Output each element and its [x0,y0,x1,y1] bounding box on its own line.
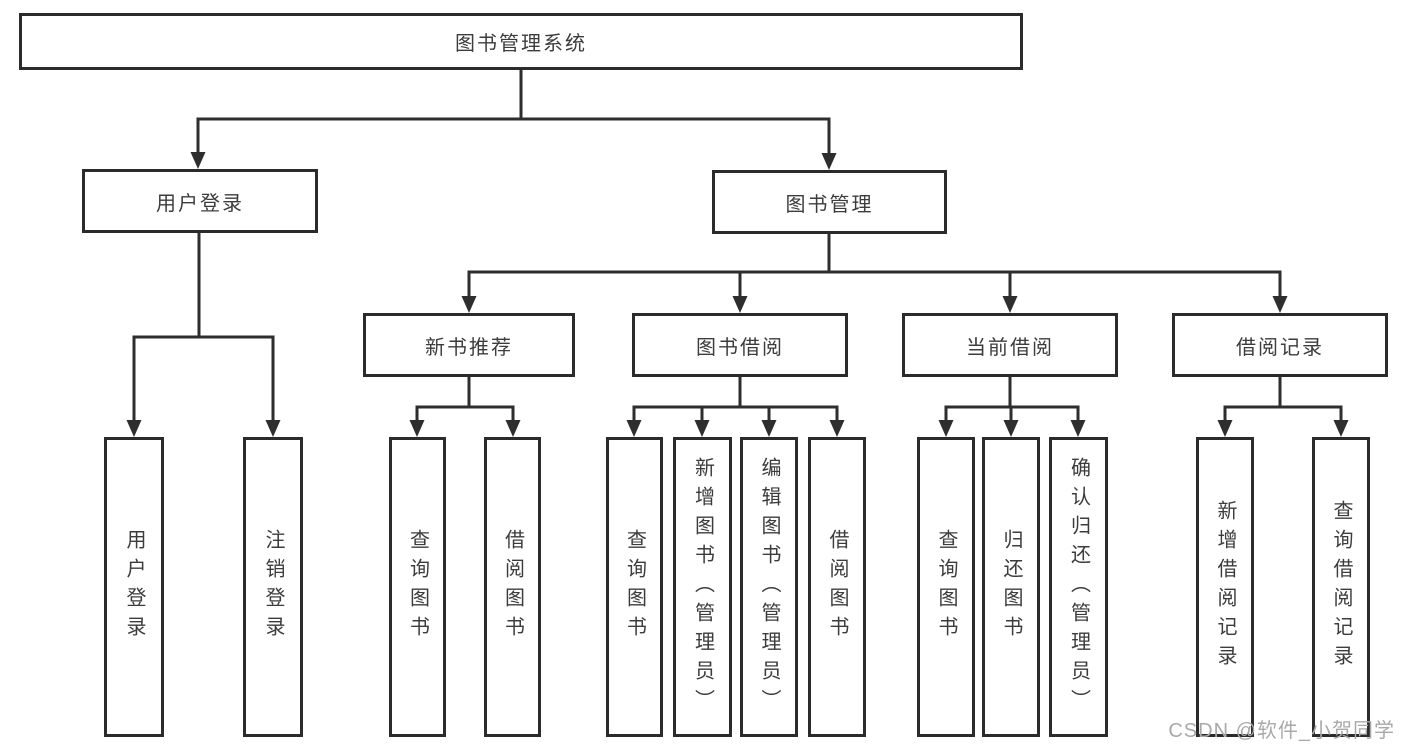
edge-borrow-records-to-leaf-br-add [1223,375,1282,424]
edge-current-borrow-to-leaf-cb-query [944,375,1012,424]
node-leaf-br-add: 新增借阅记录 [1196,437,1254,737]
node-leaf-bb-edit: 编辑图书（管理员） [740,437,798,737]
edge-book-mgmt-to-current-borrow [827,232,1012,300]
arrowhead-icon [761,420,777,437]
edge-user-login-to-leaf-user-login [132,231,201,424]
edge-root-to-book-mgmt [519,68,831,157]
arrowhead-icon [505,420,521,437]
watermark-text: CSDN @软件_小贺同学 [1168,720,1395,742]
arrowhead-icon [461,296,477,313]
arrowhead-icon [1272,296,1288,313]
node-borrow-records: 借阅记录 [1172,313,1388,377]
arrowhead-icon [126,420,142,437]
arrowhead-icon [732,296,748,313]
arrowhead-icon [1217,420,1233,437]
edge-new-books-to-leaf-nb-borrow [467,375,515,424]
arrowhead-icon [1070,420,1086,437]
edge-book-mgmt-to-book-borrow [738,232,831,300]
edge-root-to-user-login [196,68,523,156]
edge-current-borrow-to-leaf-cb-confirm [1008,375,1080,424]
node-leaf-nb-borrow: 借阅图书 [484,437,541,737]
arrowhead-icon [821,153,837,170]
node-book-mgmt: 图书管理 [712,170,947,234]
edge-user-login-to-leaf-logout [197,231,275,424]
arrowhead-icon [1002,296,1018,313]
node-leaf-user-login: 用户登录 [104,437,164,737]
node-leaf-cb-query: 查询图书 [917,437,975,737]
node-leaf-cb-confirm: 确认归还（管理员） [1049,437,1108,737]
node-book-borrow: 图书借阅 [632,313,848,377]
node-leaf-bb-query: 查询图书 [606,437,663,737]
arrowhead-icon [626,420,642,437]
node-leaf-cb-return: 归还图书 [982,437,1040,737]
edge-book-borrow-to-leaf-bb-query [632,375,742,424]
arrowhead-icon [1333,420,1349,437]
node-user-login: 用户登录 [82,169,318,233]
arrowhead-icon [1003,420,1019,437]
edge-borrow-records-to-leaf-br-query [1278,375,1343,424]
node-leaf-br-query: 查询借阅记录 [1312,437,1370,737]
node-current-borrow: 当前借阅 [902,313,1118,377]
node-leaf-nb-query: 查询图书 [389,437,446,737]
arrowhead-icon [409,420,425,437]
arrowhead-icon [694,420,710,437]
edge-book-borrow-to-leaf-bb-borrow [738,375,839,424]
node-root: 图书管理系统 [19,13,1023,70]
edge-book-borrow-to-leaf-bb-edit [738,375,771,424]
arrowhead-icon [190,152,206,169]
node-leaf-bb-borrow: 借阅图书 [808,437,866,737]
arrowhead-icon [265,420,281,437]
arrowhead-icon [829,420,845,437]
edge-book-mgmt-to-borrow-records [827,232,1282,300]
node-leaf-logout: 注销登录 [243,437,303,737]
node-leaf-bb-add: 新增图书（管理员） [673,437,732,737]
edge-book-borrow-to-leaf-bb-add [700,375,742,424]
arrowhead-icon [938,420,954,437]
edge-book-mgmt-to-new-books [467,232,831,300]
edge-new-books-to-leaf-nb-query [415,375,471,424]
node-new-books: 新书推荐 [363,313,575,377]
